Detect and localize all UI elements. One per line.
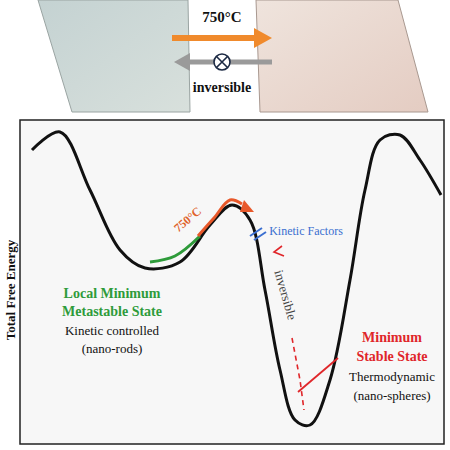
reverse-arrowhead: [174, 53, 190, 71]
blocked-cross: [217, 57, 228, 68]
heating-arrow: [172, 35, 256, 41]
control-label: Thermodynamic: [349, 370, 435, 384]
energy-curve: [32, 132, 441, 426]
control-label: Kinetic controlled: [65, 324, 159, 338]
temperature-label: 750°C: [172, 205, 205, 235]
state-label: Metastable State: [62, 304, 162, 319]
blocked-symbol: [214, 54, 230, 70]
kinetic-marks: [250, 228, 266, 240]
heating-path: [198, 200, 242, 236]
axis-label: Total Free Energy: [4, 240, 18, 340]
sample-photo-before: [38, 0, 190, 112]
reverse-dashed-path: [292, 338, 304, 410]
factor-label: Kinetic Factors: [269, 225, 343, 238]
stable-leader: [298, 358, 338, 392]
plot-frame: [20, 120, 444, 444]
direction-label: inversible: [193, 80, 251, 95]
state-label: Local Minimum: [64, 286, 161, 301]
metastable-path: [150, 236, 200, 262]
morphology-label: (nano-rods): [82, 342, 143, 356]
sample-photo-after: [256, 0, 428, 112]
state-label: Minimum: [362, 330, 422, 345]
heating-path-arrowhead: [240, 200, 254, 212]
direction-label: inversible: [271, 268, 299, 321]
heating-arrowhead: [254, 28, 272, 48]
morphology-label: (nano-spheres): [353, 389, 430, 403]
temperature-label: 750°C: [202, 9, 241, 26]
state-label: Stable State: [356, 349, 427, 364]
reverse-chevron: [274, 246, 284, 256]
